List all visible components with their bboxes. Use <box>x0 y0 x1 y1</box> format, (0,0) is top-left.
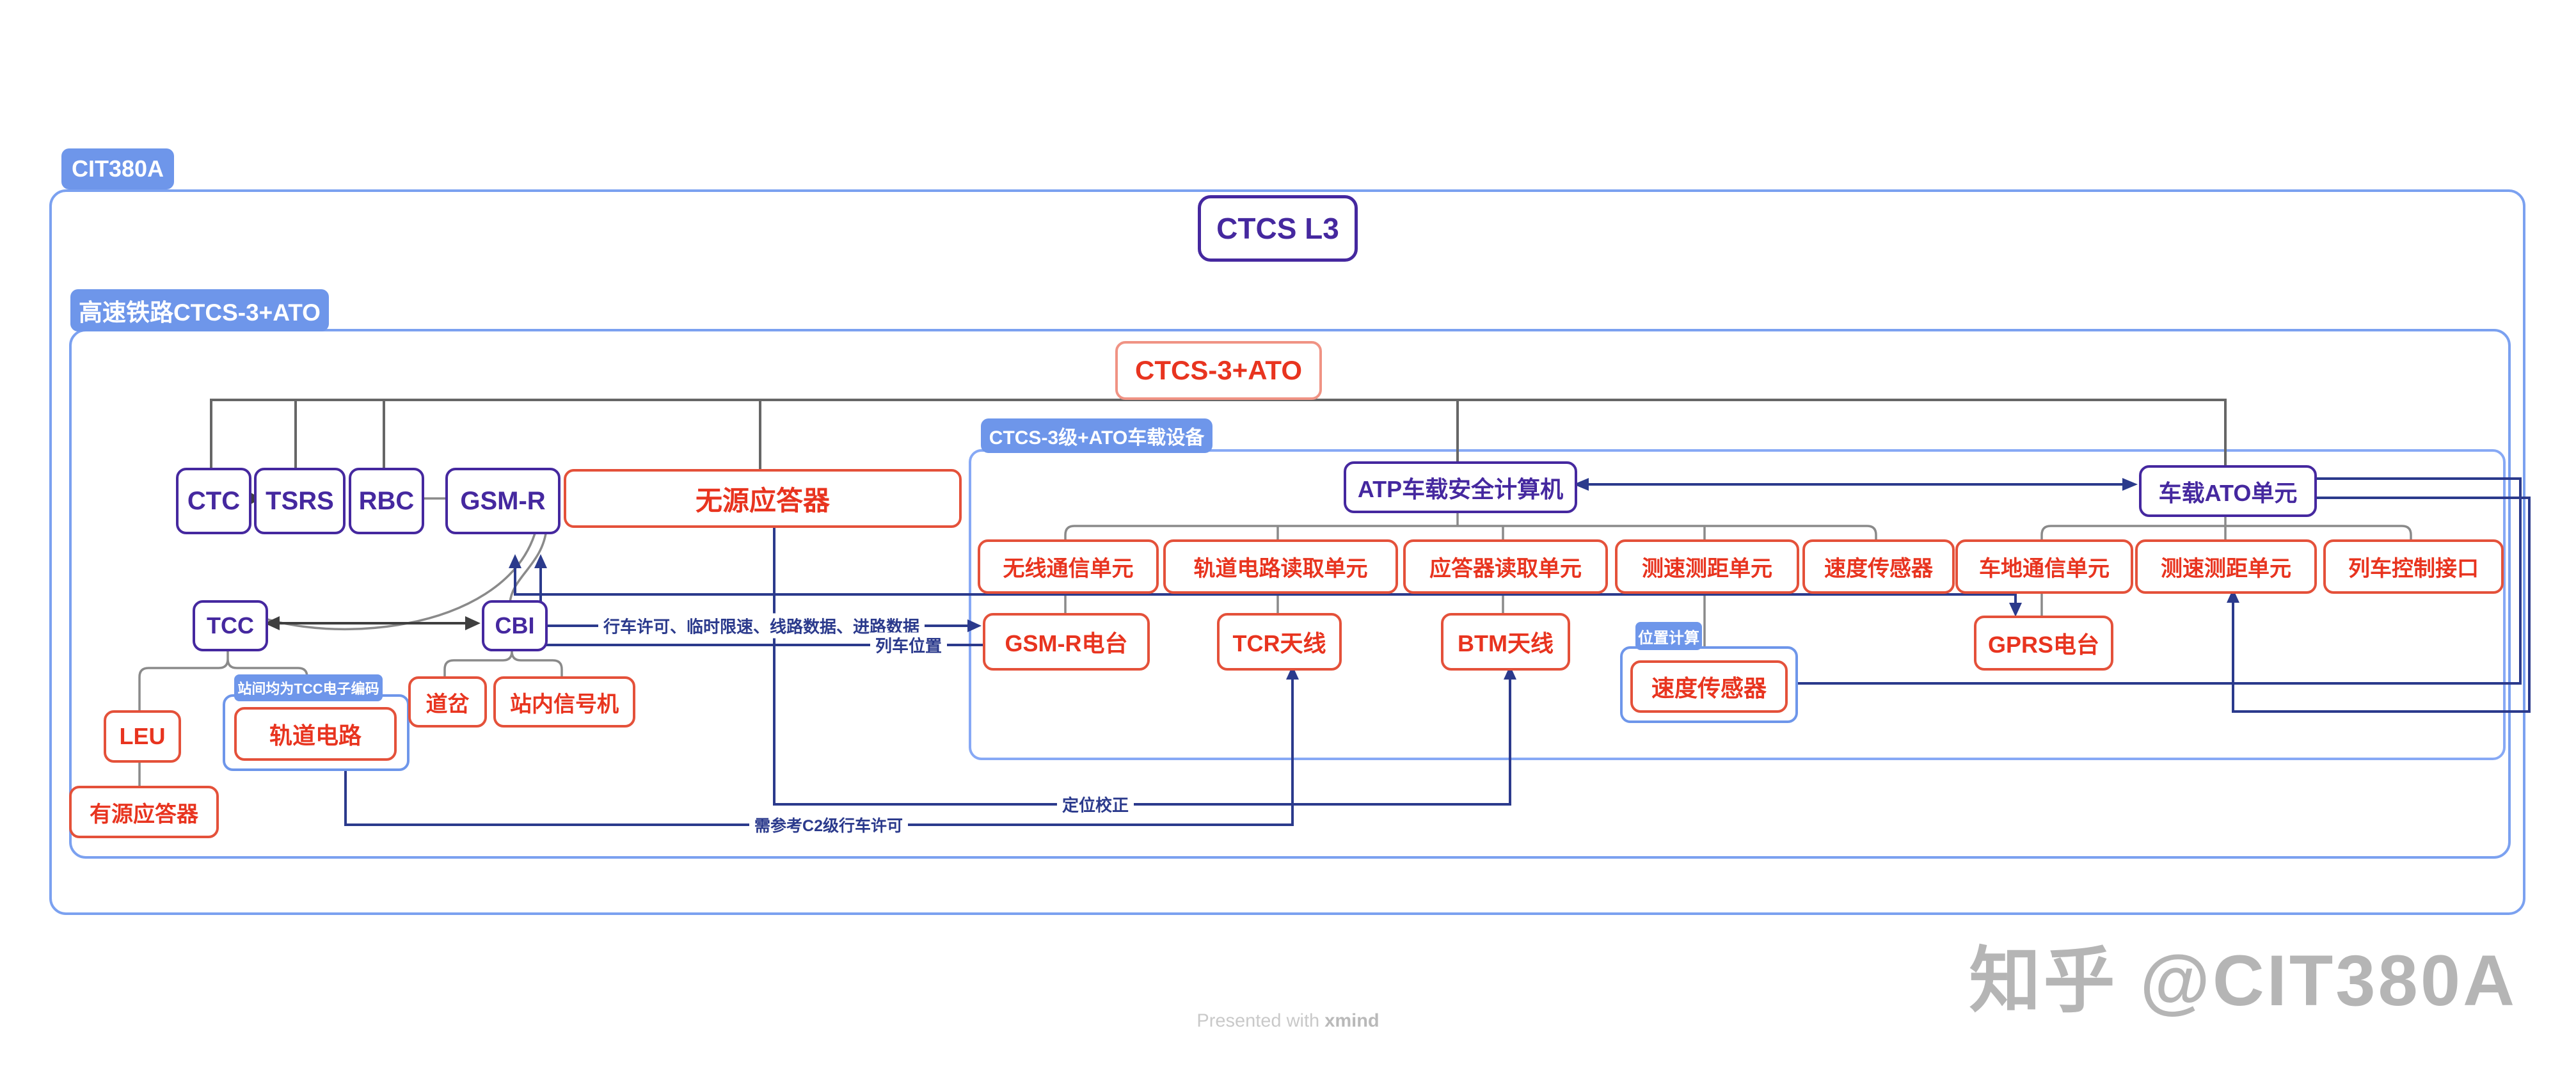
node-cbi: CBI <box>482 600 548 651</box>
xmind-credit: Presented with xmind <box>1197 1011 1379 1032</box>
edge-label-train-position: 列车位置 <box>870 632 948 658</box>
node-speed-dist-unit-2: 测速测距单元 <box>2135 539 2317 594</box>
xmind-credit-prefix: Presented with <box>1197 1010 1325 1031</box>
node-ctc: CTC <box>176 468 251 534</box>
node-train-control-interface: 列车控制接口 <box>2323 539 2504 594</box>
node-gsmr: GSM-R <box>445 468 561 534</box>
node-tsrs: TSRS <box>254 468 346 534</box>
node-gprs-radio: GPRS电台 <box>1974 616 2113 671</box>
node-ctcs3-ato: CTCS-3+ATO <box>1115 341 1322 400</box>
node-btm-antenna: BTM天线 <box>1441 613 1570 671</box>
node-active-balise: 有源应答器 <box>69 786 219 838</box>
node-station-signal: 站内信号机 <box>493 676 635 728</box>
node-tcc: TCC <box>193 600 268 651</box>
edge-label-c2-reference: 需参考C2级行车许可 <box>749 813 908 837</box>
zhihu-watermark: 知乎 @CIT380A <box>1969 941 2517 1021</box>
node-gsmr-radio: GSM-R电台 <box>983 613 1150 671</box>
node-speed-dist-unit-1: 测速测距单元 <box>1615 539 1799 594</box>
node-rbc: RBC <box>349 468 424 534</box>
node-atp: ATP车载安全计算机 <box>1344 461 1577 513</box>
group-badge-position-calc: 位置计算 <box>1635 622 1702 650</box>
node-switch: 道岔 <box>408 676 487 728</box>
node-balise-read-unit: 应答器读取单元 <box>1403 539 1608 594</box>
group-badge-onboard: CTCS-3级+ATO车载设备 <box>981 418 1212 453</box>
onboard-equipment-container <box>969 449 2506 760</box>
group-badge-track-coding: 站间均为TCC电子编码 <box>234 674 383 701</box>
group-badge-cit380a: CIT380A <box>61 148 174 189</box>
node-ato: 车载ATO单元 <box>2139 465 2317 517</box>
xmind-brand: xmind <box>1324 1010 1379 1031</box>
edge-label-position-correction: 定位校正 <box>1056 792 1134 817</box>
node-leu: LEU <box>104 710 181 763</box>
node-speed-sensor-1: 速度传感器 <box>1802 539 1955 594</box>
node-passive-balise: 无源应答器 <box>564 469 962 528</box>
node-tcr-antenna: TCR天线 <box>1217 613 1342 671</box>
node-track-circuit: 轨道电路 <box>234 707 397 761</box>
outer-group-container <box>49 189 2525 915</box>
group-badge-highspeed: 高速铁路CTCS-3+ATO <box>70 289 329 331</box>
node-speed-sensor-2: 速度传感器 <box>1630 660 1788 713</box>
node-train-ground-comm-unit: 车地通信单元 <box>1955 539 2133 594</box>
node-ctcs-l3: CTCS L3 <box>1198 195 1358 262</box>
inner-group-container <box>69 329 2511 859</box>
node-radio-unit: 无线通信单元 <box>978 539 1159 594</box>
node-track-read-unit: 轨道电路读取单元 <box>1163 539 1398 594</box>
